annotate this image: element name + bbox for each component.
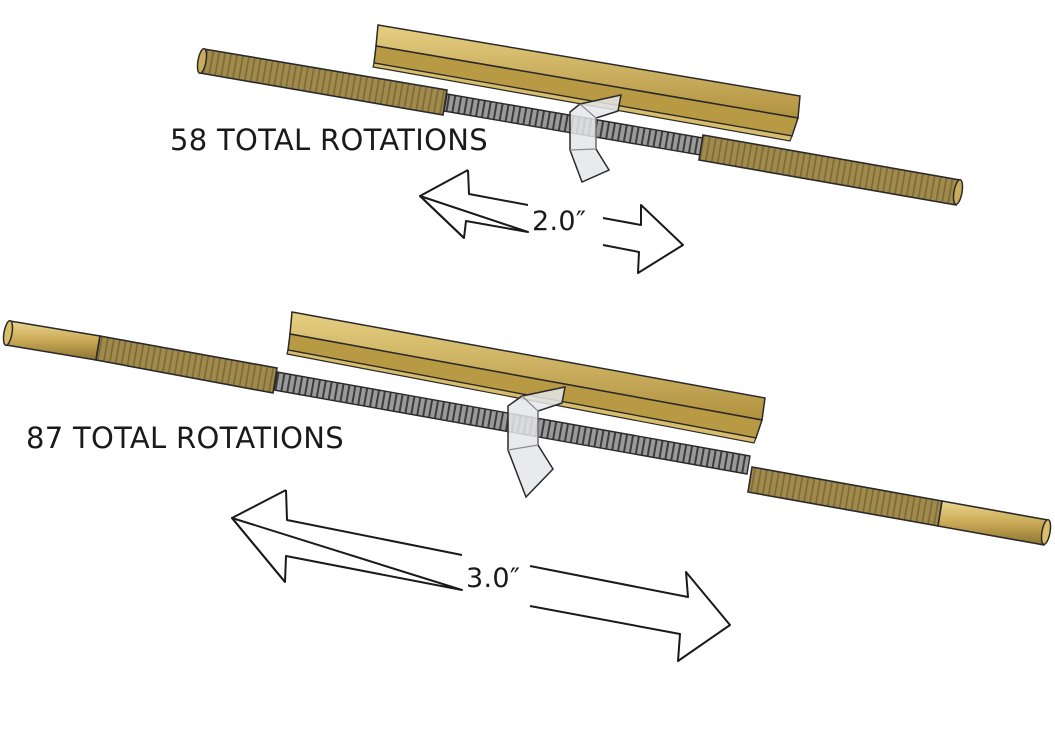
top-assembly: 58 TOTAL ROTATIONS 2.0″ <box>170 24 964 274</box>
bottom-assembly: 87 TOTAL ROTATIONS 3.0″ <box>2 311 1052 662</box>
top-rod-left <box>196 47 448 116</box>
bottom-travel-label: 3.0″ <box>466 563 520 594</box>
top-travel-label: 2.0″ <box>532 206 586 237</box>
bottom-travel-arrow <box>231 489 731 662</box>
top-guide-rail <box>372 24 801 142</box>
bottom-rod-left-tip <box>2 319 101 361</box>
bottom-follower-nut <box>507 386 566 499</box>
top-rod-right <box>698 134 964 206</box>
bottom-rod-right <box>747 466 943 527</box>
top-travel-arrow <box>419 169 684 274</box>
top-rotations-label: 58 TOTAL ROTATIONS <box>170 123 488 157</box>
bottom-rod-right-tip <box>937 500 1052 546</box>
bottom-rod-left <box>95 335 278 394</box>
bottom-rotations-label: 87 TOTAL ROTATIONS <box>26 421 344 455</box>
top-follower-nut <box>569 94 622 184</box>
